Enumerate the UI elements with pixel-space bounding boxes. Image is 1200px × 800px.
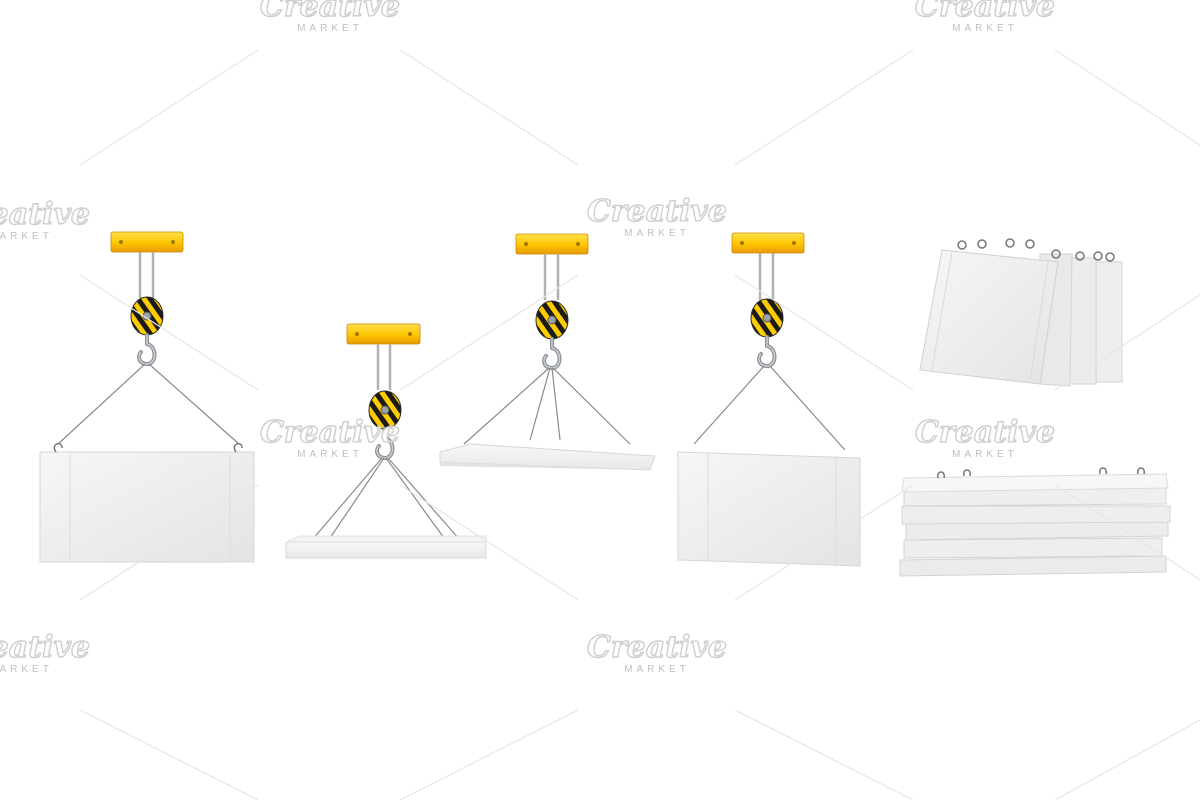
- flat-beam: [285, 541, 487, 559]
- crane-beam-block: [346, 323, 421, 345]
- crane-with-wall-panel: [39, 231, 255, 563]
- wall-panel: [39, 451, 255, 563]
- crane-beam-block: [515, 233, 589, 255]
- floor-slab: [439, 443, 656, 471]
- crane-with-floor-slab: [439, 233, 656, 471]
- crane-hook-icon: [749, 297, 785, 368]
- crane-hook-icon: [534, 299, 570, 370]
- crane-beam-block: [110, 231, 184, 253]
- concrete-slab-icon: [899, 473, 1171, 577]
- tilted-panel: [677, 451, 861, 567]
- crane-hook-icon: [129, 295, 165, 366]
- crane-beam-block: [731, 232, 805, 254]
- crane-with-flat-beam: [285, 323, 487, 559]
- concrete-panel-icon: [919, 249, 1059, 385]
- crane-hook-icon: [367, 389, 403, 460]
- crane-with-tilted-panel: [677, 232, 861, 567]
- watermark-lines: [79, 49, 1200, 800]
- lying-slab-stack: [899, 467, 1171, 577]
- standing-panel-stack: [919, 238, 1123, 387]
